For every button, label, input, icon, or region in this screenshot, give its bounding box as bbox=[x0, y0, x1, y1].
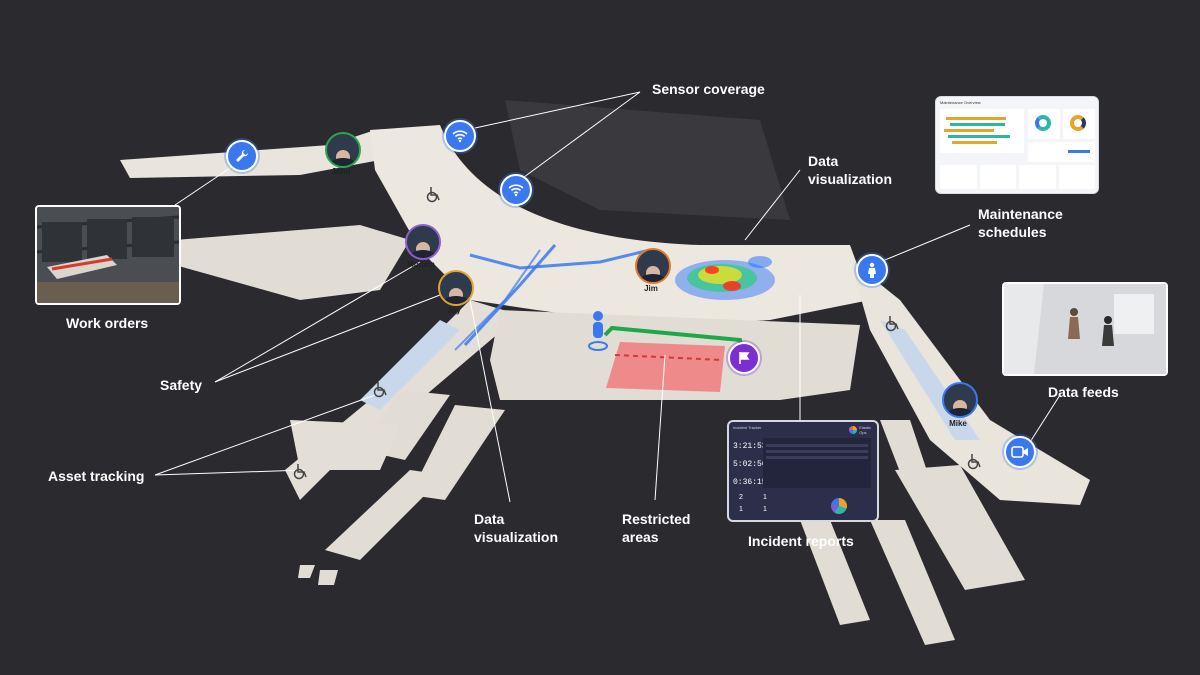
incident-count-3: 1 bbox=[739, 506, 743, 513]
callout-safety: Safety bbox=[160, 377, 203, 393]
avatar-jay[interactable] bbox=[438, 270, 474, 306]
video-camera-icon bbox=[1011, 446, 1028, 458]
callout-restricted-areas: Restricted areas bbox=[622, 510, 690, 546]
shadow-region bbox=[505, 100, 790, 220]
incident-timer-1: 3:21:53 bbox=[733, 442, 767, 451]
floor-piece-10 bbox=[800, 520, 870, 625]
person-location-marker[interactable] bbox=[588, 310, 608, 352]
callout-line: schedules bbox=[978, 224, 1047, 240]
damaged-seats-image bbox=[37, 207, 179, 303]
camera-pin[interactable] bbox=[1004, 436, 1036, 468]
sensor-pin-1[interactable] bbox=[444, 120, 476, 152]
brand-line-1: Elastic bbox=[859, 425, 871, 430]
security-path-1 bbox=[469, 248, 651, 270]
incident-timer-3: 0:36:15 bbox=[733, 478, 767, 487]
callout-data-visualization-bottom: Data visualization bbox=[474, 510, 558, 546]
wheelchair-icon bbox=[885, 316, 899, 332]
security-path-3 bbox=[454, 249, 541, 351]
wrench-pin[interactable] bbox=[226, 140, 258, 172]
maintenance-sparklines bbox=[940, 165, 1095, 189]
security-path-2 bbox=[463, 244, 557, 347]
callout-incident-reports: Incident reports bbox=[748, 533, 854, 549]
callout-line: visualization bbox=[474, 529, 559, 545]
maintenance-donut-2 bbox=[1063, 109, 1095, 139]
incident-table bbox=[763, 438, 871, 488]
incident-count-2: 1 bbox=[763, 494, 767, 501]
restricted-flag-pin[interactable] bbox=[728, 342, 760, 374]
floor-piece-4 bbox=[298, 565, 315, 578]
incident-count-1: 2 bbox=[739, 494, 743, 501]
floor-piece-9 bbox=[870, 520, 955, 645]
heatmap bbox=[675, 256, 775, 300]
callout-line: Maintenance bbox=[978, 206, 1063, 222]
callout-line: Data bbox=[808, 153, 839, 169]
callout-work-orders: Work orders bbox=[66, 315, 149, 331]
walkway-left bbox=[360, 320, 460, 410]
wifi-icon bbox=[508, 184, 524, 197]
wheelchair-icon bbox=[967, 454, 981, 470]
wheelchair-icon bbox=[373, 382, 387, 398]
sensor-pin-2[interactable] bbox=[500, 174, 532, 206]
avatar-monica[interactable] bbox=[405, 224, 441, 260]
restroom-pin[interactable] bbox=[856, 254, 888, 286]
person-name-jim: Jim bbox=[644, 284, 658, 293]
wheelchair-icon bbox=[293, 464, 307, 480]
incident-donut bbox=[831, 498, 847, 514]
person-name-monica: Monica bbox=[407, 260, 435, 269]
avatar-mike[interactable] bbox=[942, 382, 978, 418]
person-name-jay: Jay bbox=[447, 306, 461, 315]
wifi-icon bbox=[452, 130, 468, 143]
callout-line: Data bbox=[474, 511, 505, 527]
maintenance-panel-title: Maintenance Overview bbox=[940, 100, 981, 105]
brand-logo-icon bbox=[849, 426, 858, 434]
person-location-icon bbox=[588, 311, 608, 351]
incident-count-4: 1 bbox=[763, 506, 767, 513]
callout-line: visualization bbox=[808, 171, 893, 187]
maintenance-gantt bbox=[940, 109, 1024, 153]
wrench-icon bbox=[236, 149, 249, 162]
incident-timer-2: 5:02:56 bbox=[733, 460, 767, 469]
callout-data-visualization-top: Data visualization bbox=[808, 152, 892, 188]
wheelchair-icon bbox=[426, 187, 440, 203]
camera-feed-image bbox=[1004, 284, 1166, 374]
restricted-area bbox=[606, 342, 725, 392]
work-orders-photo[interactable] bbox=[35, 205, 181, 305]
camera-feed[interactable] bbox=[1002, 282, 1168, 376]
callout-sensor-coverage: Sensor coverage bbox=[652, 81, 765, 97]
brand-line-2: Ops bbox=[859, 430, 867, 435]
incident-panel-title: Incident Tracker bbox=[733, 425, 762, 430]
maintenance-bars bbox=[1028, 142, 1095, 162]
callout-lines bbox=[154, 91, 1061, 503]
callout-data-feeds: Data feeds bbox=[1048, 384, 1119, 400]
floor-left-block bbox=[175, 225, 410, 300]
person-icon bbox=[868, 262, 876, 278]
callout-asset-tracking: Asset tracking bbox=[48, 468, 145, 484]
callout-maintenance-schedules: Maintenance schedules bbox=[978, 205, 1063, 241]
callout-line: areas bbox=[622, 529, 659, 545]
maintenance-overview-panel[interactable]: Maintenance Overview bbox=[935, 96, 1099, 194]
maintenance-donut-1 bbox=[1028, 109, 1060, 139]
person-name-mike: Mike bbox=[949, 419, 967, 428]
flag-icon bbox=[739, 352, 750, 364]
floor-piece-5 bbox=[318, 570, 338, 585]
floor-piece-8 bbox=[895, 465, 1025, 590]
floor-piece-6 bbox=[290, 420, 400, 470]
floor-piece-3 bbox=[325, 470, 445, 560]
avatar-john[interactable] bbox=[325, 132, 361, 168]
floor-right-pier bbox=[850, 260, 1090, 505]
callout-line: Restricted bbox=[622, 511, 691, 527]
avatar-jim[interactable] bbox=[635, 248, 671, 284]
person-name-john: John bbox=[331, 167, 351, 176]
